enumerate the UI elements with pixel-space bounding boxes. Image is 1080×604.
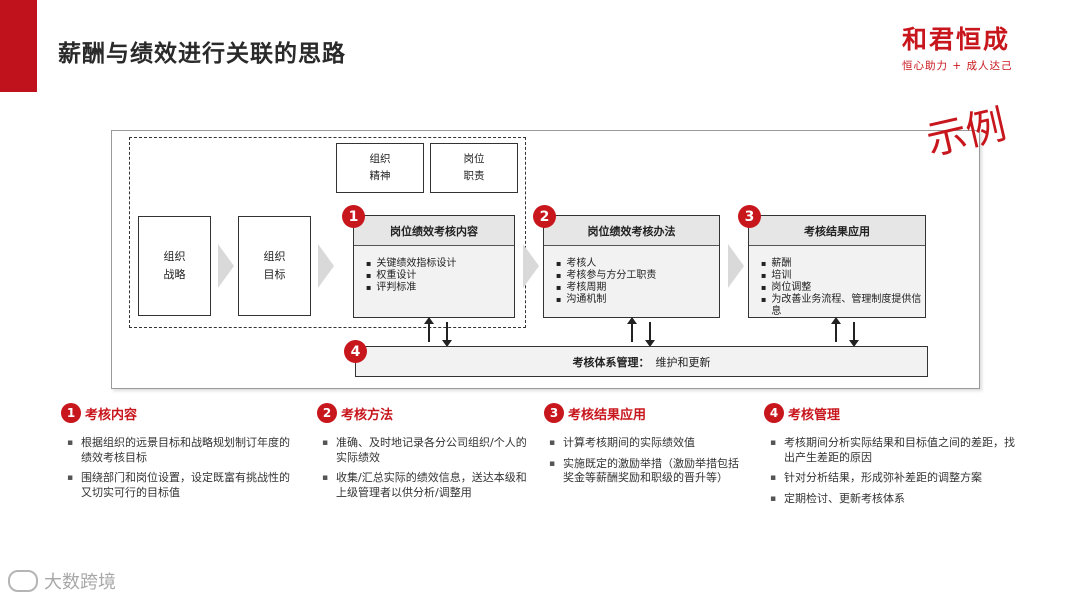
- list-item: 针对分析结果，形成弥补差距的调整方案: [770, 471, 1020, 486]
- down-arrow-icon: [442, 322, 452, 347]
- org-goals-box: 组织 目标: [238, 216, 311, 316]
- step-number-badge: 3: [738, 205, 761, 228]
- panel-assessment-method: 岗位绩效考核办法 考核人 考核参与方分工职责 考核周期 沟通机制: [543, 215, 720, 318]
- list-item: 定期检讨、更新考核体系: [770, 492, 1020, 507]
- panel-list: 薪酬 培训 岗位调整 为改善业务流程、管理制度提供信息: [749, 246, 925, 318]
- panel-list: 关键绩效指标设计 权重设计 评判标准: [354, 246, 514, 294]
- list-item: 计算考核期间的实际绩效值: [549, 436, 745, 451]
- section-title-application: 3 考核结果应用: [544, 403, 646, 423]
- list-item: 根据组织的远景目标和战略规划制订年度的绩效考核目标: [67, 436, 299, 465]
- list-item: 考核期间分析实际结果和目标值之间的差距，找出产生差距的原因: [770, 436, 1020, 465]
- list-item: 为改善业务流程、管理制度提供信息: [761, 294, 925, 318]
- accent-bar: [0, 0, 37, 92]
- panel-list: 考核人 考核参与方分工职责 考核周期 沟通机制: [544, 246, 719, 306]
- watermark-text: 大数跨境: [44, 572, 116, 593]
- panel-assessment-content: 岗位绩效考核内容 关键绩效指标设计 权重设计 评判标准: [353, 215, 515, 318]
- list-item: 围绕部门和岗位设置，设定既富有挑战性的又切实可行的目标值: [67, 471, 299, 500]
- logo-wordmark: 和君恒成: [902, 25, 1011, 54]
- up-arrow-icon: [627, 317, 637, 342]
- list-item: 评判标准: [366, 282, 514, 294]
- list-item: 培训: [761, 270, 925, 282]
- org-spirit-box: 组织 精神: [336, 143, 424, 193]
- panel-result-application: 考核结果应用 薪酬 培训 岗位调整 为改善业务流程、管理制度提供信息: [748, 215, 926, 318]
- section-list-management: 考核期间分析实际结果和目标值之间的差距，找出产生差距的原因 针对分析结果，形成弥…: [770, 436, 1020, 512]
- section-heading: 考核管理: [788, 407, 841, 423]
- company-logo: 和君恒成 恒心助力 + 成人达己: [902, 20, 1054, 73]
- section-title-method: 2 考核方法: [317, 403, 393, 423]
- org-strategy-box: 组织 战略: [138, 216, 211, 316]
- step-number-badge: 2: [533, 205, 556, 228]
- up-arrow-icon: [831, 317, 841, 342]
- mgmt-value: 维护和更新: [655, 355, 711, 369]
- section-list-content: 根据组织的远景目标和战略规划制订年度的绩效考核目标 围绕部门和岗位设置，设定既富…: [67, 436, 299, 506]
- list-item: 关键绩效指标设计: [366, 258, 514, 270]
- mgmt-label: 考核体系管理：: [572, 355, 650, 369]
- section-number-badge: 4: [764, 403, 784, 423]
- down-arrow-icon: [645, 322, 655, 347]
- section-number-badge: 1: [61, 403, 81, 423]
- list-item: 准确、及时地记录各分公司组织/个人的实际绩效: [322, 436, 528, 465]
- list-item: 沟通机制: [556, 294, 719, 306]
- section-title-content: 1 考核内容: [61, 403, 137, 423]
- step-number-badge: 1: [342, 205, 365, 228]
- slide-title: 薪酬与绩效进行关联的思路: [58, 41, 346, 67]
- list-item: 实施既定的激励举措（激励举措包括奖金等薪酬奖励和职级的晋升等）: [549, 457, 745, 486]
- brand-logo-icon: [8, 570, 38, 592]
- list-item: 考核周期: [556, 282, 719, 294]
- job-duty-box: 岗位 职责: [430, 143, 518, 193]
- list-item: 岗位调整: [761, 282, 925, 294]
- list-item: 收集/汇总实际的绩效信息，送达本级和上级管理者以供分析/调整用: [322, 471, 528, 500]
- watermark: 大数跨境: [8, 568, 116, 594]
- up-arrow-icon: [424, 317, 434, 342]
- system-management-bar: 考核体系管理： 维护和更新: [355, 346, 928, 377]
- section-list-application: 计算考核期间的实际绩效值 实施既定的激励举措（激励举措包括奖金等薪酬奖励和职级的…: [549, 436, 745, 492]
- section-number-badge: 3: [544, 403, 564, 423]
- section-number-badge: 2: [317, 403, 337, 423]
- list-item: 考核人: [556, 258, 719, 270]
- step-number-badge: 4: [344, 340, 367, 363]
- panel-title: 岗位绩效考核办法: [544, 216, 719, 246]
- list-item: 考核参与方分工职责: [556, 270, 719, 282]
- example-stamp: 示例: [922, 101, 1011, 165]
- down-arrow-icon: [849, 322, 859, 347]
- list-item: 薪酬: [761, 258, 925, 270]
- section-heading: 考核方法: [341, 407, 394, 423]
- section-heading: 考核内容: [85, 407, 138, 423]
- panel-title: 考核结果应用: [749, 216, 925, 246]
- dashed-group: [129, 137, 526, 328]
- panel-title: 岗位绩效考核内容: [354, 216, 514, 246]
- section-heading: 考核结果应用: [568, 407, 647, 423]
- logo-tagline: 恒心助力 + 成人达己: [902, 60, 1013, 72]
- section-list-method: 准确、及时地记录各分公司组织/个人的实际绩效 收集/汇总实际的绩效信息，送达本级…: [322, 436, 528, 506]
- section-title-management: 4 考核管理: [764, 403, 840, 423]
- list-item: 权重设计: [366, 270, 514, 282]
